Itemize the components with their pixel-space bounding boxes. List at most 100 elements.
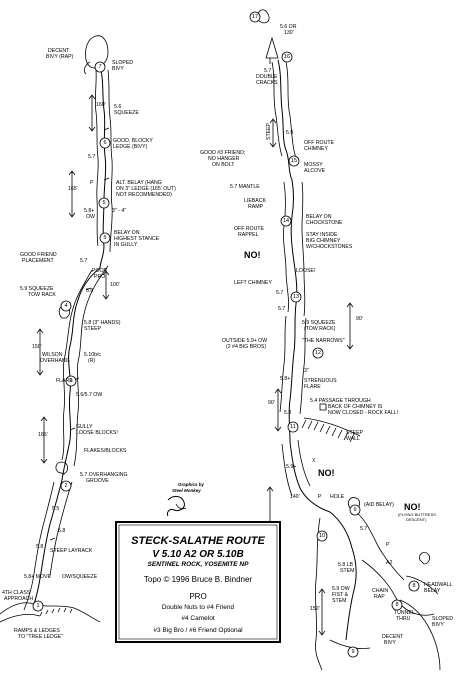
label: OVERHANG bbox=[40, 358, 70, 364]
pro-line: #3 Big Bro / #6 Friend Optional bbox=[153, 627, 243, 634]
svg-text:7: 7 bbox=[98, 64, 101, 70]
label: POOR bbox=[92, 268, 108, 274]
label: ALCOVE bbox=[304, 168, 326, 174]
label: OUTSIDE 5.9+ OW bbox=[222, 338, 267, 344]
label: 5.8+ MOVE bbox=[24, 574, 51, 580]
belay-circles: 1 2 3 4 5 5 6 7 8 8 9 9 10 11 12 13 14 1… bbox=[32, 11, 420, 658]
label: STEEP bbox=[266, 122, 272, 140]
label: X bbox=[312, 458, 316, 464]
label: RAMPS & LEDGES bbox=[14, 628, 60, 634]
label: 5.8 (3" HANDS) bbox=[84, 320, 121, 326]
label: (AID BELAY) bbox=[364, 502, 394, 508]
label: 5.7 bbox=[276, 290, 283, 296]
label: (FLYING BUTTRESS bbox=[398, 512, 436, 517]
label: 5.7 bbox=[80, 258, 87, 264]
label: STEM bbox=[340, 568, 354, 574]
label: SQUEEZE bbox=[114, 110, 139, 116]
label: OFF ROUTE bbox=[234, 226, 265, 232]
label: 5.7 bbox=[360, 526, 367, 532]
label: 150' bbox=[310, 606, 320, 612]
belay-9b: 9 bbox=[347, 646, 359, 658]
label: TOW RACK bbox=[28, 292, 56, 298]
label: IN GULLY bbox=[114, 242, 138, 248]
label: 5.7 bbox=[278, 306, 285, 312]
monkey-icon bbox=[167, 495, 185, 517]
label: 165' bbox=[68, 186, 78, 192]
label: BIVY bbox=[432, 622, 444, 628]
label: (R) bbox=[88, 358, 95, 364]
label: NO! bbox=[318, 468, 335, 478]
label: FLARE bbox=[304, 384, 321, 390]
svg-text:8: 8 bbox=[395, 602, 398, 608]
svg-text:13: 13 bbox=[293, 294, 299, 300]
label: HIGHEST STANCE bbox=[114, 236, 160, 242]
svg-text:9: 9 bbox=[353, 507, 356, 513]
credit-line-2: Steel Monkey bbox=[172, 488, 201, 493]
belay-17: 17 bbox=[249, 11, 261, 23]
belay-3: 3 bbox=[65, 375, 77, 387]
belay-5: 5 bbox=[99, 232, 111, 244]
label: 5.9 SQUEEZE bbox=[20, 286, 54, 292]
belay-13: 13 bbox=[290, 291, 302, 303]
route-grade: V 5.10 A2 OR 5.10B bbox=[152, 549, 243, 560]
pro-line: #4 Camelot bbox=[181, 615, 214, 622]
svg-text:1: 1 bbox=[36, 603, 39, 609]
label: FLAKES/BLOCKS bbox=[84, 448, 127, 454]
label: BELAY ON bbox=[306, 214, 332, 220]
label: STEEP bbox=[346, 430, 364, 436]
label: 5.6 bbox=[114, 104, 121, 110]
belay-1: 1 bbox=[32, 600, 44, 612]
label: 150' bbox=[32, 344, 42, 350]
label: DESCENT) bbox=[406, 517, 427, 522]
label: 5.10b/c bbox=[84, 352, 101, 358]
label: PLACEMENT bbox=[22, 258, 55, 264]
label: BIVY bbox=[112, 66, 124, 72]
graphics-credit: Graphics by Steel Monkey bbox=[167, 482, 205, 517]
svg-text:4: 4 bbox=[64, 303, 67, 309]
label: CHOCKSTONE bbox=[306, 220, 343, 226]
label: 5.8 bbox=[284, 410, 291, 416]
label: OW bbox=[86, 214, 95, 220]
svg-text:3: 3 bbox=[69, 378, 72, 384]
label: A2 bbox=[386, 560, 392, 566]
label: 5.8+ bbox=[280, 376, 290, 382]
label: LOOSE! bbox=[296, 268, 315, 274]
label: 5.7 MANTLE bbox=[230, 184, 260, 190]
label: 165' bbox=[38, 432, 48, 438]
label: BIVY (RAP) bbox=[46, 54, 74, 60]
label: RAPPEL bbox=[238, 232, 259, 238]
svg-text:11: 11 bbox=[290, 424, 296, 430]
label: 5.9 bbox=[286, 130, 293, 136]
label: DECENT bbox=[382, 634, 404, 640]
label: CHIMNEY bbox=[304, 146, 328, 152]
label: 130' bbox=[284, 30, 294, 36]
svg-text:16: 16 bbox=[284, 54, 290, 60]
belay-2: 2 bbox=[60, 480, 72, 492]
label: BACK OF CHIMNEY IS bbox=[328, 404, 383, 410]
belay-11: 11 bbox=[287, 421, 299, 433]
label: TO "TREE LEDGE" bbox=[18, 634, 63, 640]
label: THRU bbox=[396, 616, 411, 622]
route-title: STECK-SALATHE ROUTE bbox=[131, 535, 265, 547]
label: 5.9+ bbox=[286, 464, 296, 470]
label: "THE NARROWS" bbox=[302, 338, 345, 344]
label: P bbox=[386, 542, 390, 548]
belay-16: 16 bbox=[281, 51, 293, 63]
svg-text:6: 6 bbox=[103, 140, 106, 146]
label: STAY INSIDE bbox=[306, 232, 338, 238]
label: 5.4 PASSAGE THROUGH bbox=[310, 398, 371, 404]
label: OFF ROUTE bbox=[304, 140, 335, 146]
label: APPROACH bbox=[4, 596, 33, 602]
label: MOSSY bbox=[304, 162, 323, 168]
pro-heading: PRO bbox=[189, 592, 206, 601]
label: 5.6 OR bbox=[280, 24, 297, 30]
label: 5.8+ bbox=[84, 208, 94, 214]
label: BELAY ON bbox=[114, 230, 140, 236]
label: STEM bbox=[332, 598, 346, 604]
label: GULLY bbox=[76, 424, 93, 430]
belay-5b: 5 bbox=[98, 197, 110, 209]
label: 5.9 OW bbox=[332, 586, 350, 592]
label: ON 3" LEDGE (165' OUT) bbox=[116, 186, 176, 192]
label: DECENT bbox=[48, 48, 70, 54]
belay-7: 7 bbox=[94, 61, 106, 73]
